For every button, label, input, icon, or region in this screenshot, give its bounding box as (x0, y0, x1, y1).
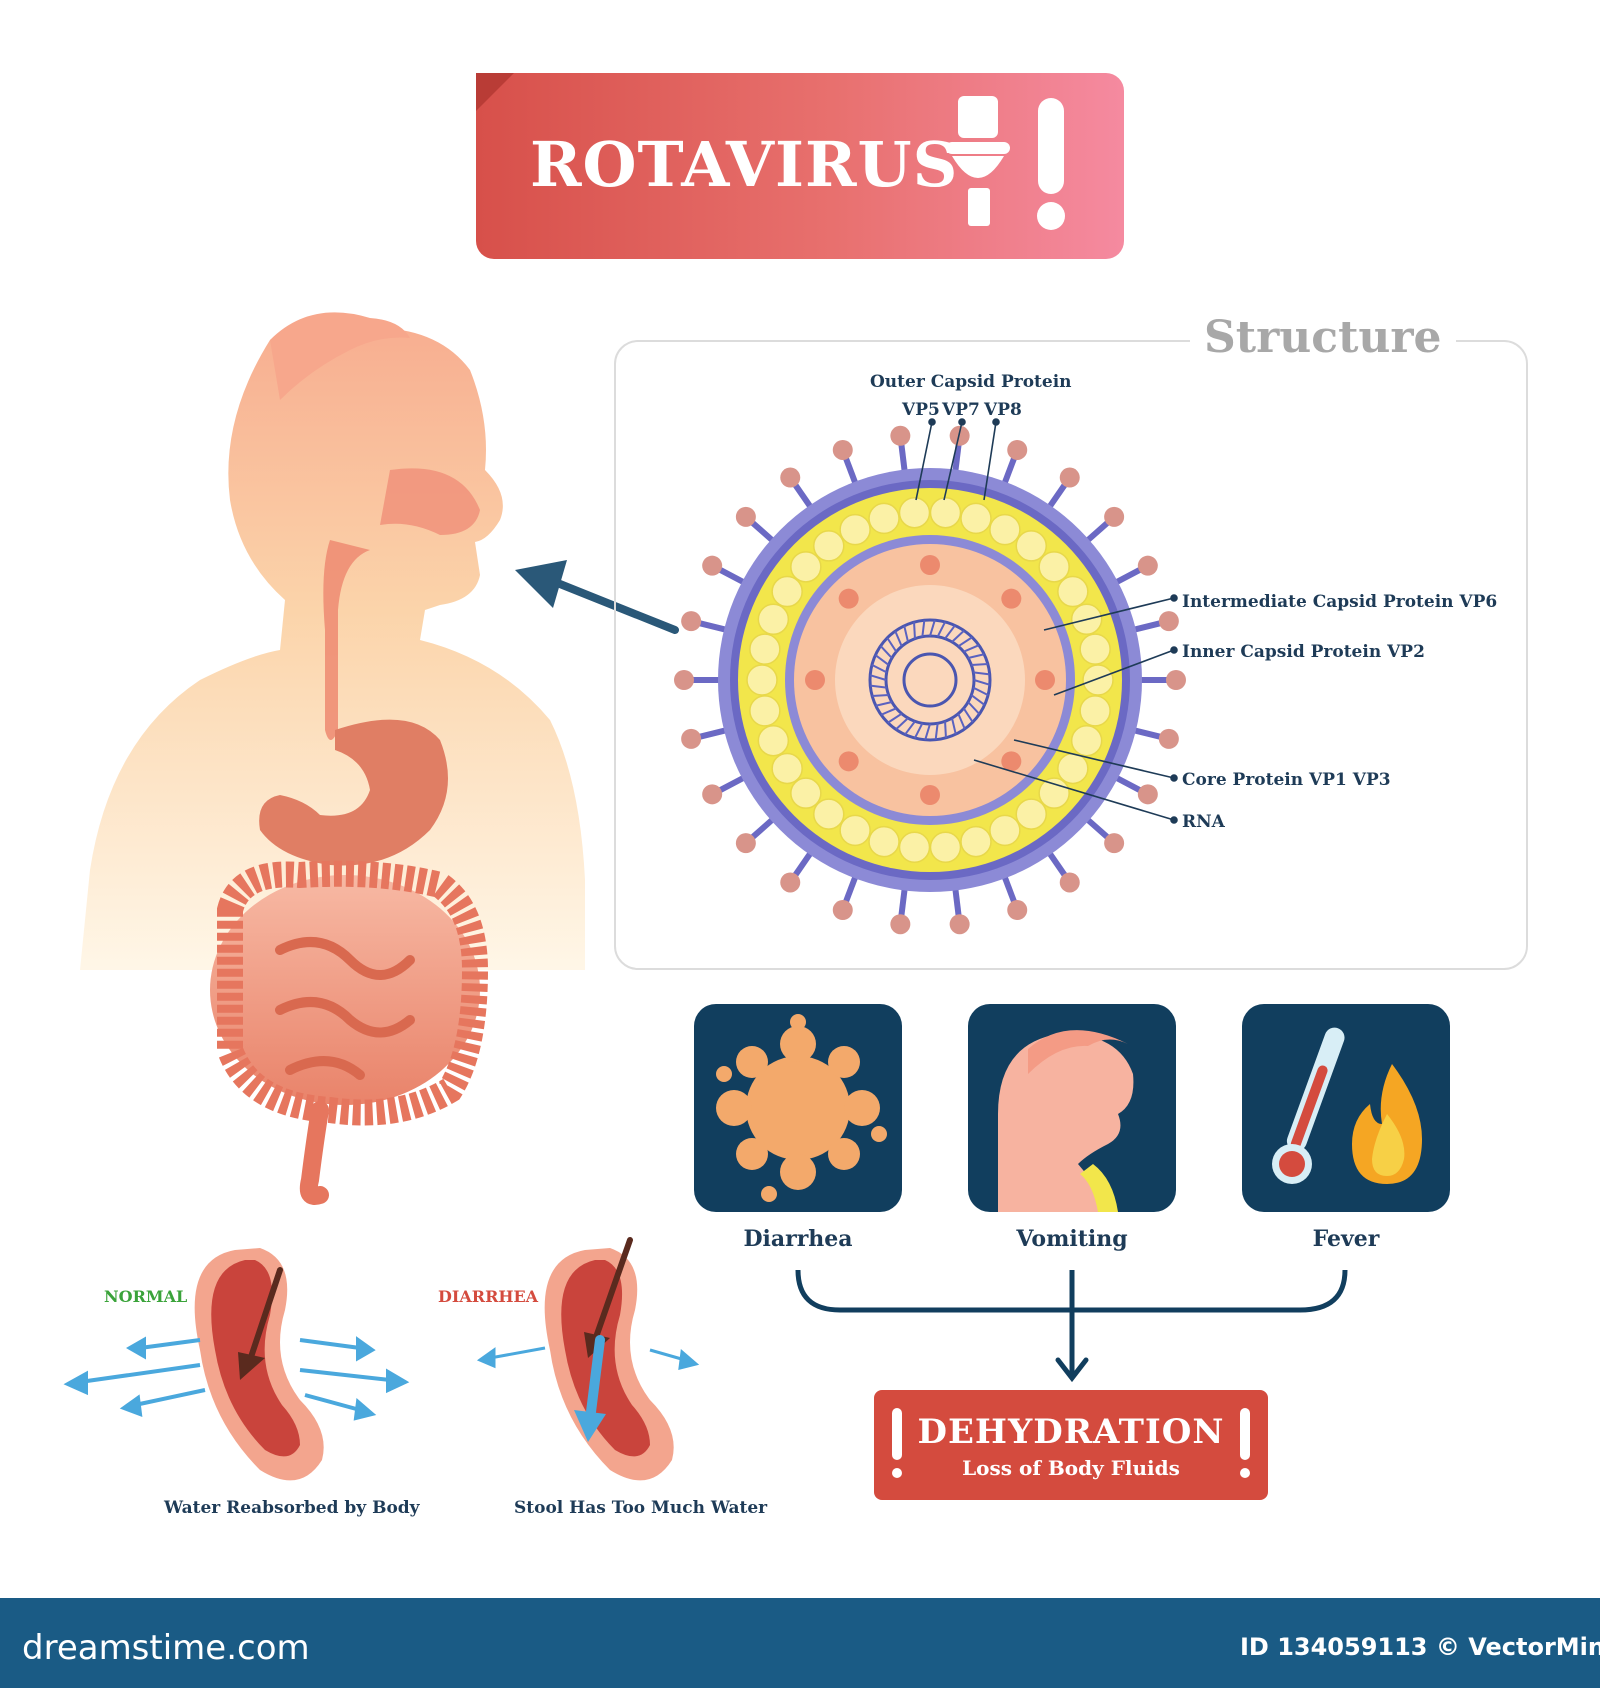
vomiting-person-icon (998, 1030, 1134, 1212)
footer-brand: dreamstime.com (22, 1628, 310, 1668)
page-title: ROTAVIRUS (530, 128, 959, 201)
diarrhea-splash-icon (716, 1014, 887, 1202)
body-illustration (80, 312, 585, 1205)
exclamation-left-icon (892, 1408, 902, 1460)
footer-image-id: ID 134059113 © VectorMine (1240, 1633, 1600, 1661)
dehydration-subtitle: Loss of Body Fluids (962, 1456, 1180, 1480)
normal-label: NORMAL (104, 1287, 188, 1306)
footer-bar (0, 1598, 1600, 1688)
fever-label: Fever (1312, 1226, 1380, 1252)
diarrhea-card (694, 1004, 902, 1212)
diarrhea-intestine-diagram (476, 1237, 700, 1481)
structure-leader-lines (915, 418, 1178, 824)
vomiting-card (968, 1004, 1176, 1212)
fever-thermometer-icon (1272, 1027, 1422, 1184)
title-banner (476, 73, 1124, 259)
diarrhea-caption: Stool Has Too Much Water (514, 1498, 768, 1518)
dehydration-title: DEHYDRATION (917, 1412, 1225, 1452)
normal-caption: Water Reabsorbed by Body (164, 1498, 420, 1518)
structure-heading: Structure (1190, 312, 1456, 363)
dehydration-box (874, 1390, 1268, 1500)
inner-capsid-label: Inner Capsid Protein VP2 (1182, 642, 1425, 662)
toilet-warning-icon (946, 96, 1065, 230)
vp5-label: VP5 (902, 400, 940, 420)
symptom-connector (795, 1269, 1348, 1383)
diarrhea-comparison-label: DIARRHEA (438, 1287, 539, 1306)
exclamation-right-dot (1240, 1468, 1250, 1478)
structure-panel (614, 340, 1528, 970)
outer-capsid-label: Outer Capsid Protein (870, 372, 1072, 392)
vp7-label: VP7 (942, 400, 980, 420)
normal-intestine-diagram (63, 1248, 410, 1481)
intermediate-capsid-label: Intermediate Capsid Protein VP6 (1182, 592, 1498, 612)
title-banner-fold (476, 73, 514, 111)
rna-label: RNA (1182, 812, 1225, 832)
vomiting-label: Vomiting (1016, 1226, 1128, 1252)
exclamation-left-dot (892, 1468, 902, 1478)
diarrhea-label: Diarrhea (743, 1226, 853, 1252)
exclamation-right-icon (1240, 1408, 1250, 1460)
fever-card (1242, 1004, 1450, 1212)
core-protein-label: Core Protein VP1 VP3 (1182, 770, 1391, 790)
vp8-label: VP8 (984, 400, 1022, 420)
